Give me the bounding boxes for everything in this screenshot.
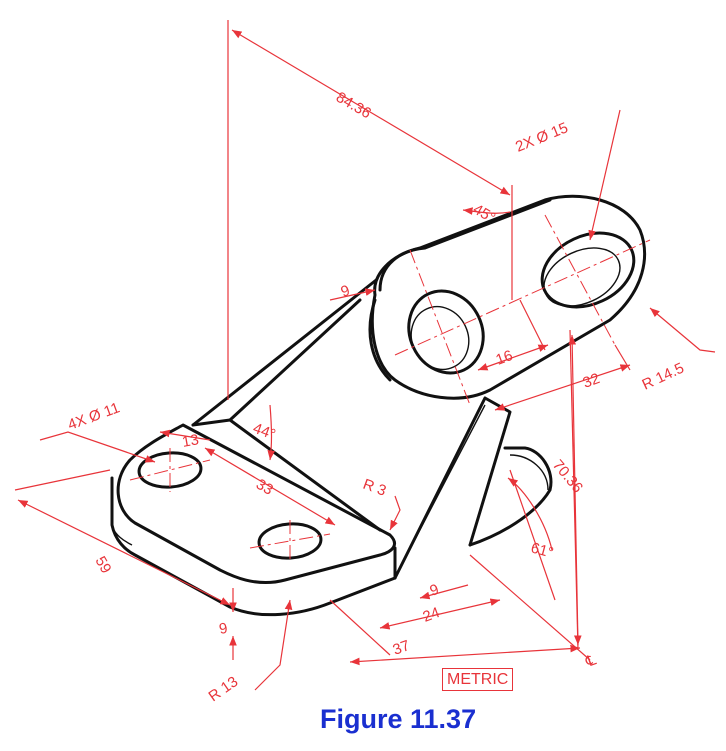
center-line: [409, 249, 471, 406]
leader-top-holes: [588, 109, 621, 241]
label-base-spacing: 33: [253, 476, 276, 499]
label-boss-width: 32: [581, 370, 602, 392]
label-hole-spacing: 16: [494, 347, 515, 369]
leader-r14: [649, 307, 716, 353]
base-plate-top: [116, 423, 396, 585]
center-line: [394, 239, 651, 356]
dim-angle-45: [462, 207, 511, 215]
label-boss-radius: R 14.5: [640, 360, 687, 394]
dim-line-59: [17, 499, 231, 606]
extension-line: [519, 299, 546, 351]
center-lines: [129, 214, 651, 562]
support-web-face: [399, 404, 486, 569]
dimension-labels: 84.36 2X Ø 15 45° 9 16 32 R 14.5 4X Ø 11…: [66, 89, 687, 706]
dim-line-32: [494, 364, 631, 411]
top-hole-front-inner: [410, 305, 470, 371]
extension-line: [469, 554, 591, 661]
label-front-37: 37: [391, 637, 412, 659]
arm-lower-edge: [228, 298, 362, 422]
label-top-holes: 2X Ø 15: [513, 119, 570, 155]
dim-line-13: [159, 429, 211, 441]
dim-line-9-front: [419, 584, 469, 600]
extension-line: [14, 469, 111, 491]
label-angle-rib: 44°: [251, 420, 278, 444]
label-edge-13: 13: [181, 431, 200, 451]
dim-line-37: [349, 644, 581, 666]
dim-line-16: [477, 344, 549, 371]
leader-r3: [389, 495, 401, 531]
lower-support-edge: [509, 454, 549, 491]
leader-r13: [254, 599, 293, 691]
dim-angle-61: [507, 477, 553, 551]
metric-badge: METRIC: [442, 668, 514, 691]
label-fillet: R 3: [361, 476, 389, 500]
label-boss-height: 70.36: [549, 457, 586, 497]
dim-line-70: [568, 334, 582, 646]
label-front-9: 9: [428, 581, 442, 600]
label-base-holes: 4X Ø 11: [66, 399, 122, 433]
arm-upper-edge: [191, 275, 382, 427]
dim-line-24: [379, 598, 501, 630]
lower-support: [468, 446, 553, 547]
label-overall-height: 84.36: [333, 89, 374, 122]
label-base-thickness: 9: [218, 620, 229, 638]
center-line: [129, 459, 211, 481]
centerline-symbol: ℄: [583, 651, 599, 671]
extension-line: [509, 469, 556, 601]
label-base-length: 59: [92, 554, 115, 577]
label-corner-radius: R 13: [206, 673, 242, 705]
top-hole-rear-inner: [543, 247, 621, 307]
dim-line-33: [204, 447, 336, 526]
upper-boss-side: [368, 298, 392, 382]
dim-line-84: [231, 29, 511, 196]
leader-base-holes: [39, 431, 156, 463]
label-angle-support: 61°: [529, 539, 555, 561]
dimension-lines: [14, 20, 716, 691]
figure-caption: Figure 11.37: [320, 704, 477, 734]
label-front-24: 24: [421, 604, 442, 626]
part-geometry: [110, 194, 647, 617]
support-web: [393, 396, 512, 580]
center-line: [249, 533, 331, 549]
upper-boss-top: [378, 198, 552, 292]
dim-9-top: [329, 288, 376, 301]
